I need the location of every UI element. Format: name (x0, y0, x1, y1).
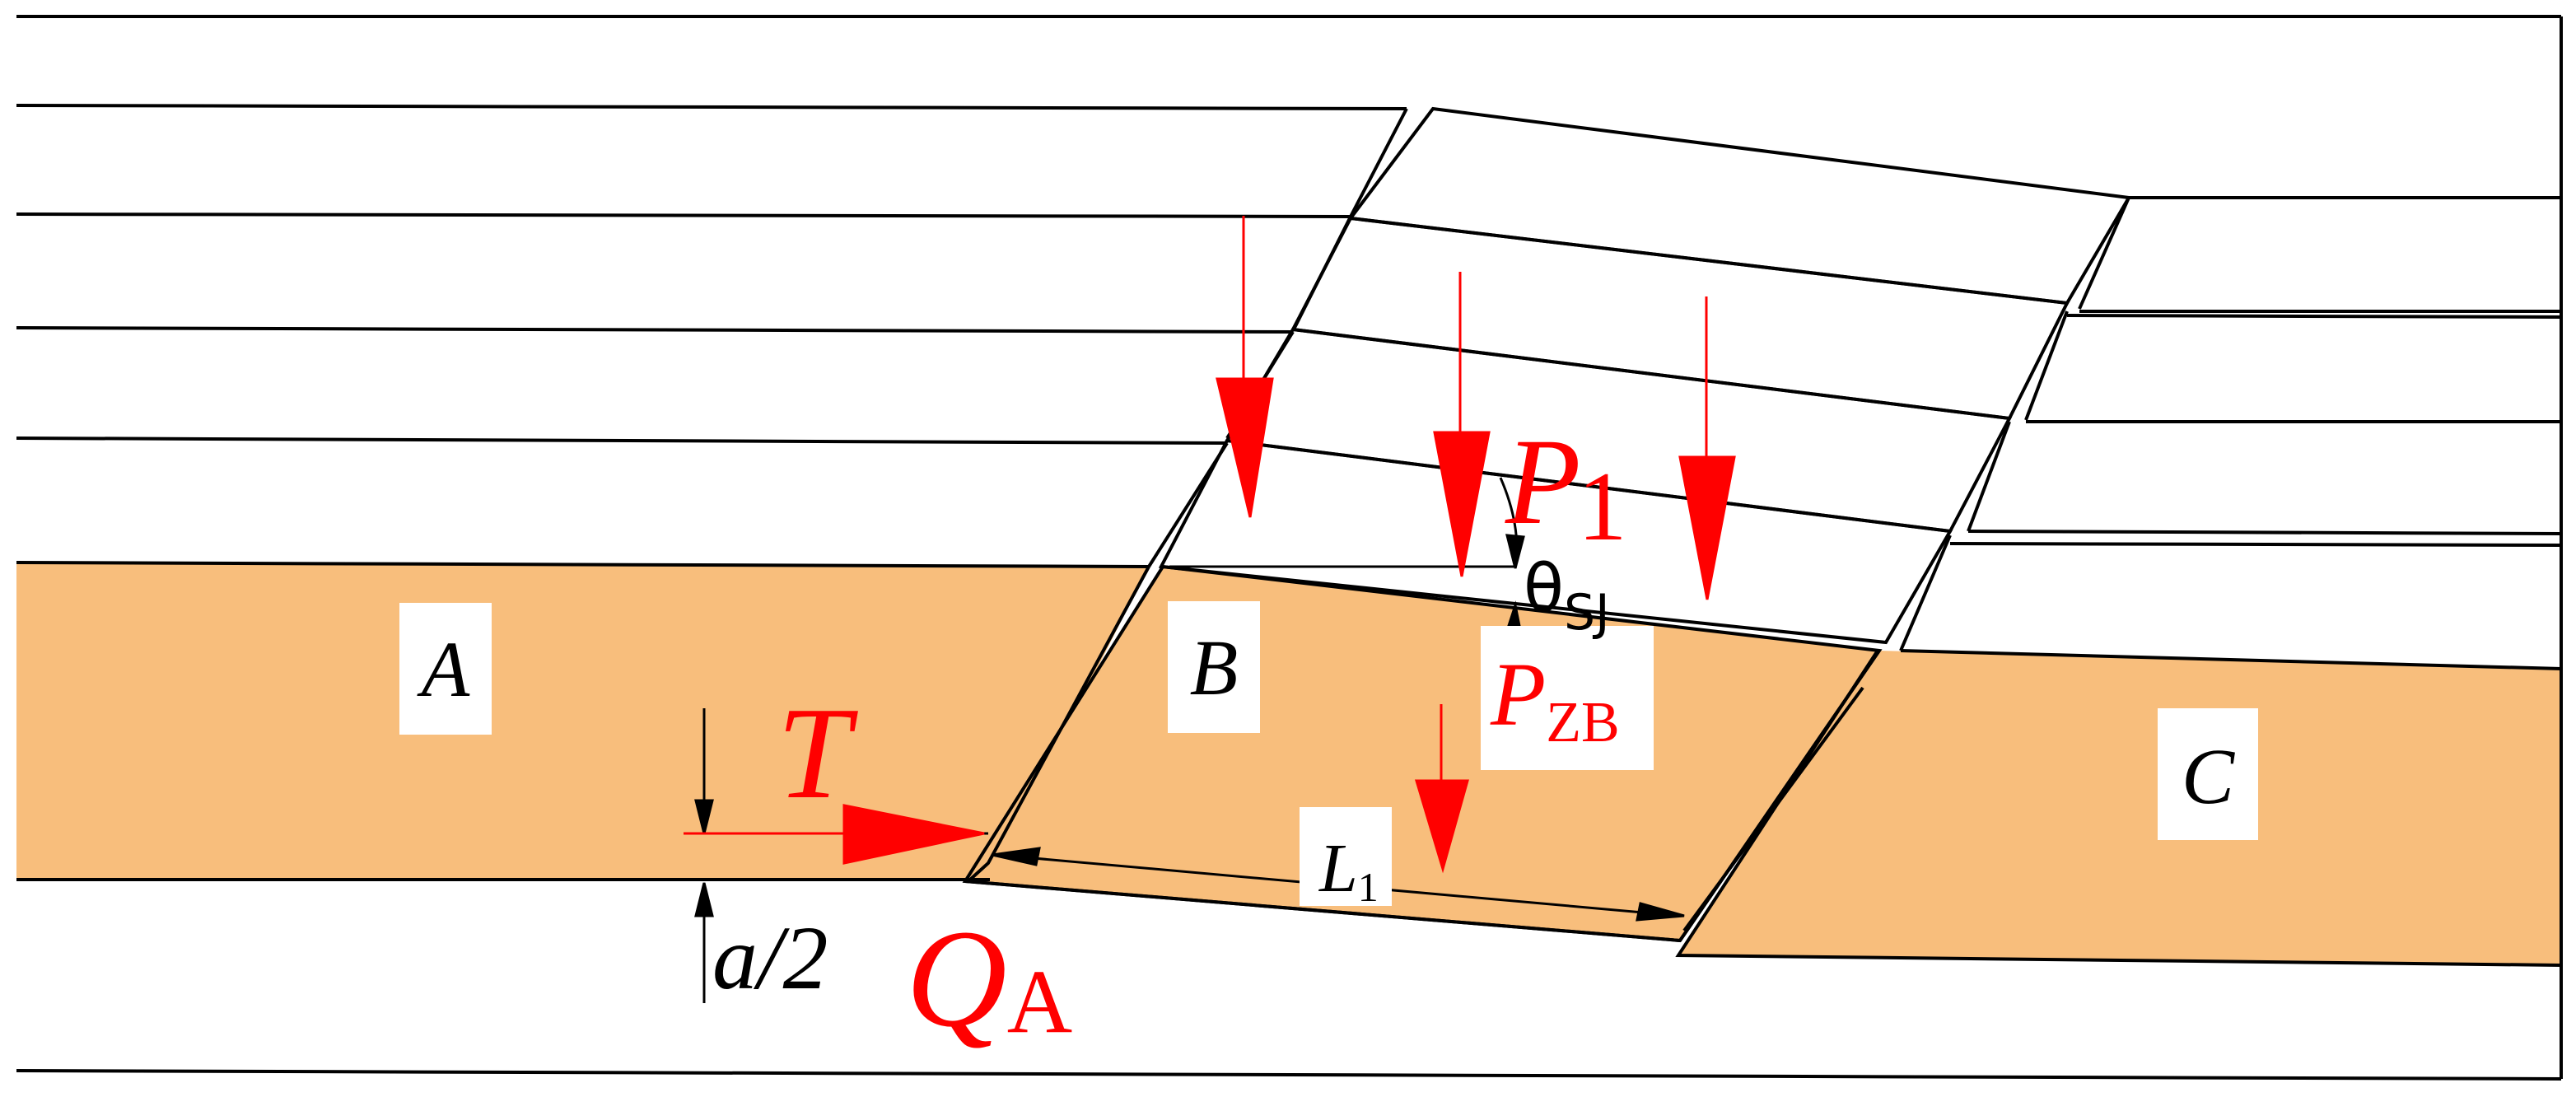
load-arrow-3 (1678, 455, 1736, 600)
label-boxes (399, 601, 2258, 906)
block-b-label: B (1190, 623, 1239, 712)
block-a-shape (16, 563, 1149, 880)
force-arrows (684, 216, 1736, 874)
load-arrow-1 (1216, 377, 1274, 518)
block-c-shape (1678, 651, 2561, 965)
a-half-label: a/2 (712, 908, 828, 1008)
qa-label: QA (906, 901, 1072, 1056)
pzb-label: PZB (1490, 644, 1620, 754)
block-a-label: A (417, 625, 470, 713)
t-label: T (777, 679, 859, 826)
l1-label: L1 (1318, 830, 1379, 910)
p1-label: P1 (1505, 413, 1627, 561)
labels: A B C P1 θSJ PZB T L1 a/2 QA (417, 413, 2235, 1056)
load-arrow-pzb (1414, 779, 1469, 874)
load-arrow-2 (1433, 431, 1491, 577)
theta-sj-label: θSJ (1524, 550, 1610, 642)
thrust-arrow-t (842, 804, 985, 865)
block-c-label: C (2182, 732, 2235, 820)
